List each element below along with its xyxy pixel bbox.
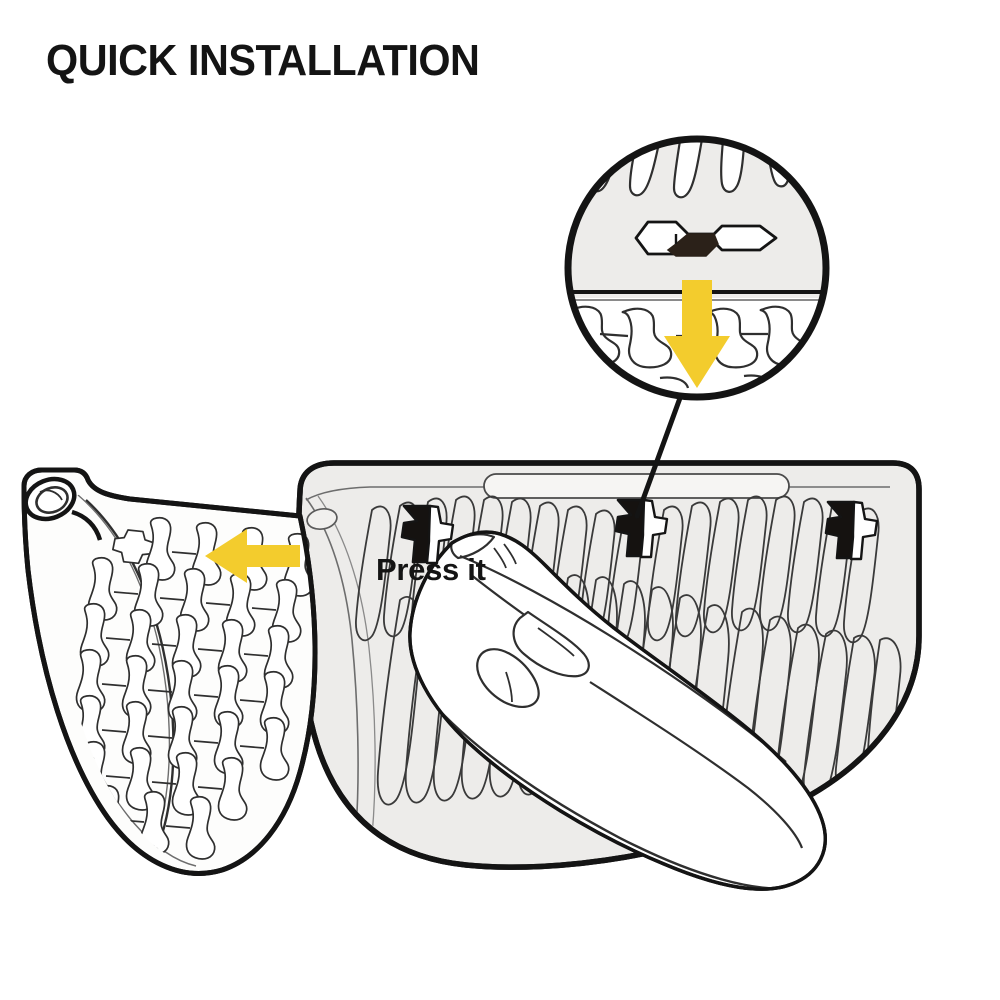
mounting-slot	[483, 473, 790, 499]
alignment-hole	[306, 507, 338, 531]
magnifier-detail-circle	[564, 135, 830, 401]
mesh-floor-mat-panel[interactable]	[20, 467, 320, 876]
pressing-hand	[408, 530, 827, 891]
clip-peg-left[interactable]	[400, 504, 455, 565]
clip-peg-right[interactable]	[824, 500, 879, 561]
callout-leader-line	[634, 395, 683, 519]
clip-peg-center[interactable]	[614, 498, 669, 559]
hinge-eyelet	[23, 476, 103, 541]
press-it-label: Press it	[376, 552, 486, 587]
slide-direction-arrow	[205, 529, 300, 583]
magnified-clip-peg	[634, 220, 778, 257]
page-title: QUICK INSTALLATION	[46, 36, 480, 85]
press-down-arrow	[664, 280, 730, 388]
